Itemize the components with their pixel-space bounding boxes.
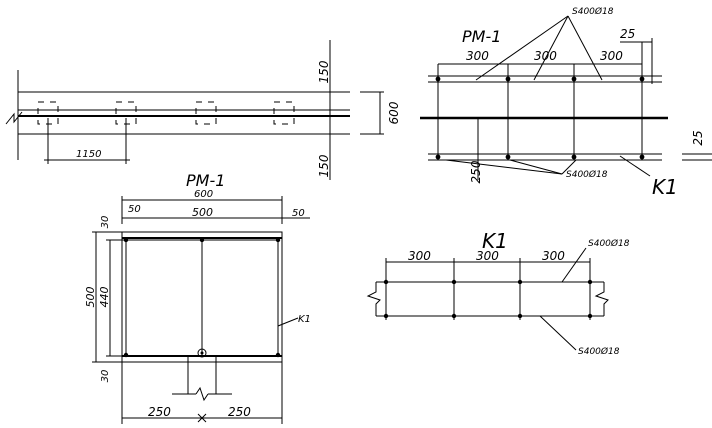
section-front-title: PM-1	[186, 171, 225, 190]
section-front-dim-bottom: 30	[100, 370, 111, 383]
section-front-dim-height: 500	[84, 287, 97, 308]
section-k1-dim-1: 300	[408, 249, 431, 263]
section-top-dim-3: 300	[600, 49, 623, 63]
section-top-dim-left: 250	[469, 160, 483, 183]
dashed-supports	[37, 101, 295, 125]
plan-dim-height: 600	[387, 101, 401, 124]
section-top-cover-top: 25	[620, 27, 635, 41]
section-front-dim-half-left: 250	[148, 405, 171, 419]
section-front-dim-half-right: 250	[228, 405, 251, 419]
plan-dim-bottom: 150	[317, 154, 331, 177]
section-pm1-front: PM-1 600 50 500 50 500 440 30 30	[84, 171, 311, 424]
cage-label-front: K1	[298, 314, 311, 325]
plan-dim-top: 150	[317, 60, 331, 83]
section-front-dim-top: 30	[100, 216, 111, 229]
cage-label-top: K1	[652, 175, 678, 199]
rebar-label-top: S400Ø18	[572, 6, 614, 17]
section-front-dim-inner-height: 440	[98, 287, 111, 308]
k1-rebar-top: S400Ø18	[588, 238, 630, 249]
plan-view: 1150 150 150 600	[5, 40, 401, 180]
section-k1-title: K1	[482, 229, 508, 253]
section-top-dim-2: 300	[534, 49, 557, 63]
k1-rebar-bottom: S400Ø18	[578, 346, 620, 357]
section-front-dim-total: 600	[194, 189, 213, 200]
section-k1-dim-3: 300	[542, 249, 565, 263]
plan-dim-spacing: 1150	[76, 149, 101, 160]
section-front-dim-right-offset: 50	[292, 208, 305, 219]
section-top-title: PM-1	[462, 27, 501, 46]
section-top-cover-right: 25	[691, 130, 705, 145]
section-front-dim-inner: 500	[192, 206, 213, 219]
section-pm1-top: PM-1 300 300 300 25 S400Ø18 250 S400Ø18	[420, 6, 712, 199]
section-k1-dim-2: 300	[476, 249, 499, 263]
section-k1: K1 300 300 300 S400Ø18 S400Ø18	[366, 229, 630, 357]
section-top-dim-1: 300	[466, 49, 489, 63]
section-front-dim-left-offset: 50	[128, 204, 141, 215]
rebar-label-bottom: S400Ø18	[566, 169, 608, 180]
